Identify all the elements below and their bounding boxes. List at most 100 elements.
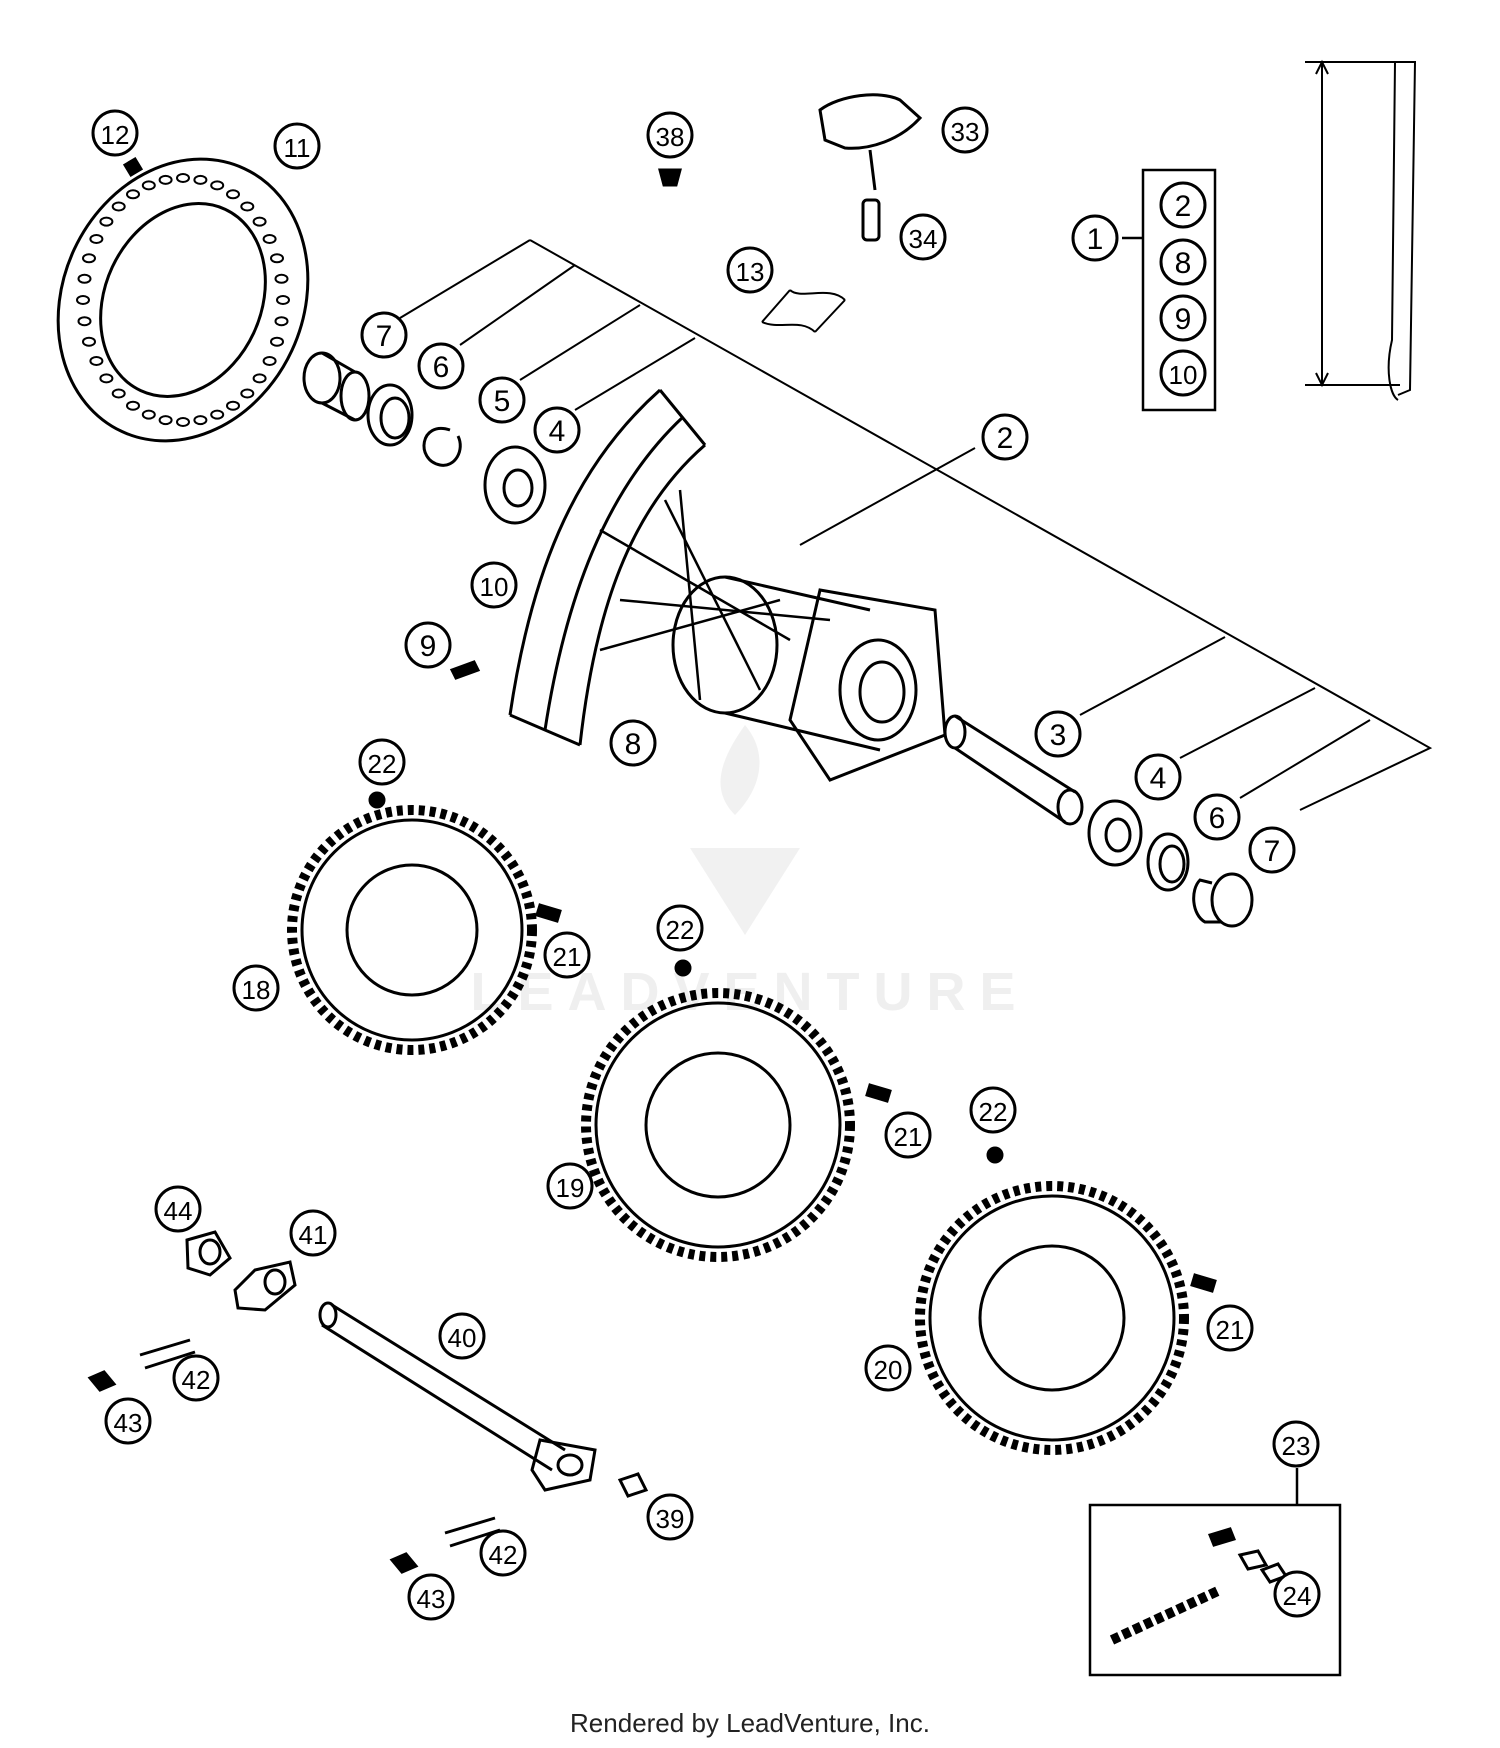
callout-c19: 19 bbox=[546, 1162, 594, 1210]
callout-c13: 13 bbox=[726, 246, 774, 294]
callout-c6b: 6 bbox=[1193, 793, 1241, 841]
callout-c40: 40 bbox=[438, 1312, 486, 1360]
callout-c44: 44 bbox=[154, 1185, 202, 1233]
callout-circle bbox=[438, 1312, 486, 1360]
callout-c22a: 22 bbox=[358, 738, 406, 786]
disc-hole bbox=[262, 356, 277, 366]
callout-number: 43 bbox=[114, 1408, 143, 1438]
callout-c6: 6 bbox=[417, 342, 465, 390]
disc-hole bbox=[240, 388, 255, 399]
disc-hole bbox=[252, 216, 267, 227]
callout-c1: 1 bbox=[1071, 214, 1119, 262]
callout-circle bbox=[864, 1344, 912, 1392]
callout-circle bbox=[1159, 238, 1207, 286]
disc-hole bbox=[99, 373, 114, 384]
callout-circle bbox=[1248, 826, 1296, 874]
callout-number: 13 bbox=[736, 257, 765, 287]
callout-circle bbox=[969, 1086, 1017, 1134]
callout-circle bbox=[646, 1493, 694, 1541]
callout-number: 39 bbox=[656, 1504, 685, 1534]
disc-hole bbox=[141, 409, 156, 420]
hub-leader-lines bbox=[399, 239, 1433, 811]
watermark: LEADVENTURE bbox=[470, 725, 1016, 1022]
callout-c8: 8 bbox=[609, 719, 657, 767]
callout-c3: 3 bbox=[1034, 710, 1082, 758]
left-bearing bbox=[483, 445, 547, 525]
disc-hole bbox=[89, 234, 104, 244]
callout-c33: 33 bbox=[941, 106, 989, 154]
callout-c11: 11 bbox=[273, 122, 321, 170]
callout-circle bbox=[1159, 294, 1207, 342]
callout-circle bbox=[1272, 1420, 1320, 1468]
callout-number: 12 bbox=[101, 120, 130, 150]
callout-c34: 34 bbox=[899, 213, 947, 261]
callout-number: 22 bbox=[368, 749, 397, 779]
callout-number: 38 bbox=[656, 122, 685, 152]
callout-circle bbox=[360, 311, 408, 359]
disc-hole bbox=[99, 216, 114, 227]
disc-hole bbox=[77, 273, 92, 284]
callout-circle bbox=[1193, 793, 1241, 841]
callout-number: 10 bbox=[480, 572, 509, 602]
callout-number: 4 bbox=[549, 415, 566, 448]
disc-hole bbox=[111, 388, 126, 399]
sprocket-19 bbox=[581, 988, 855, 1262]
callout-number: 42 bbox=[489, 1540, 518, 1570]
valve-core bbox=[658, 168, 682, 187]
disc-hole bbox=[176, 417, 190, 427]
right-spacer bbox=[1192, 872, 1254, 928]
callout-c12: 12 bbox=[91, 109, 139, 157]
wheel-kit-box bbox=[1122, 168, 1217, 412]
callout-number: 41 bbox=[299, 1220, 328, 1250]
disc-hole bbox=[111, 201, 126, 212]
callout-circle bbox=[404, 621, 452, 669]
sprocket-18 bbox=[287, 805, 537, 1055]
disc-hole bbox=[274, 316, 289, 327]
callout-circle bbox=[609, 719, 657, 767]
callout-number: 19 bbox=[556, 1173, 585, 1203]
adjusting-nuts bbox=[87, 1370, 419, 1574]
callout-c24: 24 bbox=[1273, 1570, 1321, 1618]
valve bbox=[861, 198, 881, 242]
callout-number: 22 bbox=[979, 1097, 1008, 1127]
callout-number: 21 bbox=[1216, 1315, 1245, 1345]
callout-c2: 2 bbox=[981, 413, 1029, 461]
callout-number: 5 bbox=[494, 385, 511, 418]
adjusting-screws bbox=[139, 1338, 501, 1548]
callout-number: 9 bbox=[1175, 303, 1192, 336]
callout-c39: 39 bbox=[646, 1493, 694, 1541]
axle-nut bbox=[185, 1230, 232, 1277]
right-bearing bbox=[1087, 799, 1143, 867]
axle-sleeve bbox=[943, 714, 1084, 826]
callout-circle bbox=[407, 1573, 455, 1621]
callout-circle bbox=[899, 213, 947, 261]
callout-c43a: 43 bbox=[104, 1397, 152, 1445]
callout-number: 4 bbox=[1150, 762, 1167, 795]
hub bbox=[671, 575, 947, 782]
callout-number: 2 bbox=[1175, 190, 1192, 223]
callout-c42b: 42 bbox=[479, 1529, 527, 1577]
rim-segment bbox=[508, 388, 707, 747]
callout-c4b: 4 bbox=[1134, 753, 1182, 801]
disc-hole bbox=[262, 234, 277, 244]
disc-hole bbox=[270, 336, 284, 347]
disc-hole bbox=[270, 253, 284, 264]
callout-c10: 10 bbox=[470, 561, 518, 609]
rear-axle bbox=[318, 1301, 597, 1492]
callout-circle bbox=[1206, 1304, 1254, 1352]
callout-c9: 9 bbox=[404, 621, 452, 669]
callout-c22b: 22 bbox=[656, 904, 704, 952]
callout-circle bbox=[1159, 181, 1207, 229]
callout-circle bbox=[470, 561, 518, 609]
callout-c42a: 42 bbox=[172, 1354, 220, 1402]
callout-circle bbox=[273, 122, 321, 170]
callout-c21c: 21 bbox=[1206, 1304, 1254, 1352]
callout-number: 18 bbox=[242, 975, 271, 1005]
disc-hole bbox=[193, 415, 208, 426]
callout-circle bbox=[172, 1354, 220, 1402]
callout-number: 10 bbox=[1169, 360, 1198, 390]
sprocket-nuts bbox=[368, 791, 1004, 1164]
callout-c5: 5 bbox=[478, 376, 526, 424]
left-spacer bbox=[302, 351, 371, 422]
callout-c8a: 8 bbox=[1159, 238, 1207, 286]
